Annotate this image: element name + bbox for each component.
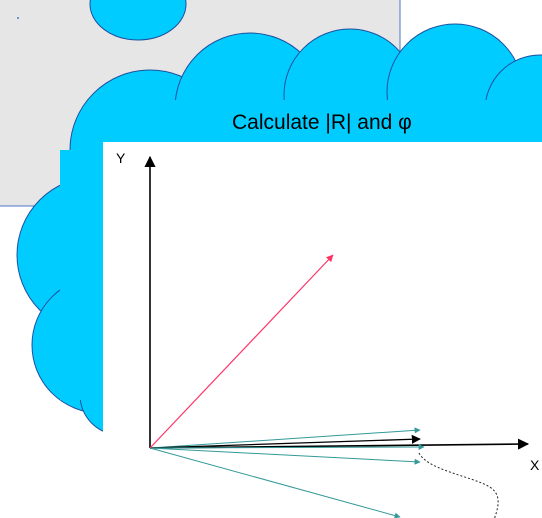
x-axis-label: X [530, 457, 540, 473]
component-vector [149, 447, 421, 465]
component-vector [149, 444, 425, 451]
component-vector [149, 434, 421, 449]
vector-panel [103, 142, 542, 518]
cloud-text: Calculate |R| and φ [232, 111, 412, 134]
dotted-connector [418, 452, 499, 518]
panel-dot [17, 17, 19, 19]
component-vector [149, 447, 401, 518]
resultant-vector [149, 254, 334, 449]
component-vector [149, 427, 421, 449]
y-axis-label: Y [116, 150, 126, 166]
small-bubble [89, 0, 187, 41]
